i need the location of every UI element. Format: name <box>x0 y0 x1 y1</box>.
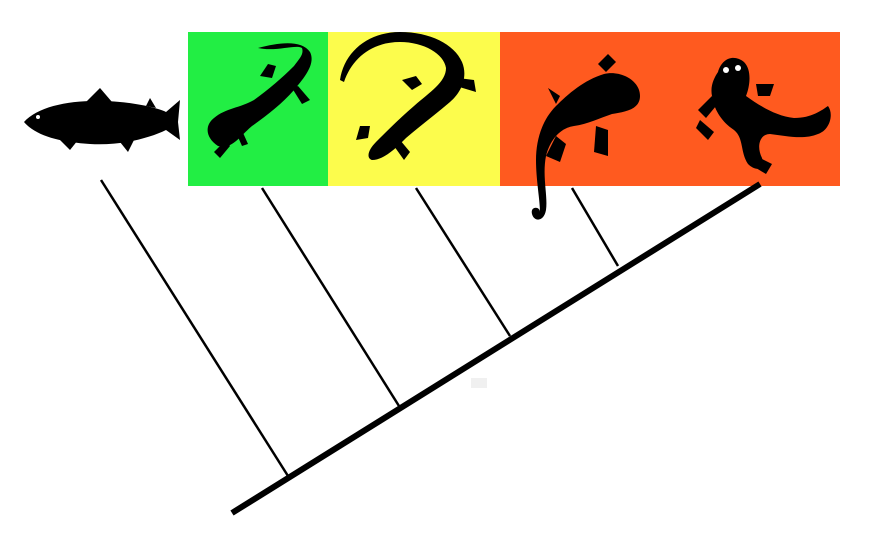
branch-fish <box>99 179 290 477</box>
fish-icon <box>24 88 180 152</box>
gecko-icon <box>531 54 640 220</box>
faint-mark <box>471 378 487 388</box>
salamander-icon <box>207 43 312 158</box>
branch-salamander <box>260 187 401 407</box>
branch-gecko <box>570 187 620 267</box>
cladogram-main-stem <box>230 181 762 516</box>
newt-icon <box>340 32 476 160</box>
lizard-icon <box>696 57 831 174</box>
branch-newt <box>414 187 512 337</box>
